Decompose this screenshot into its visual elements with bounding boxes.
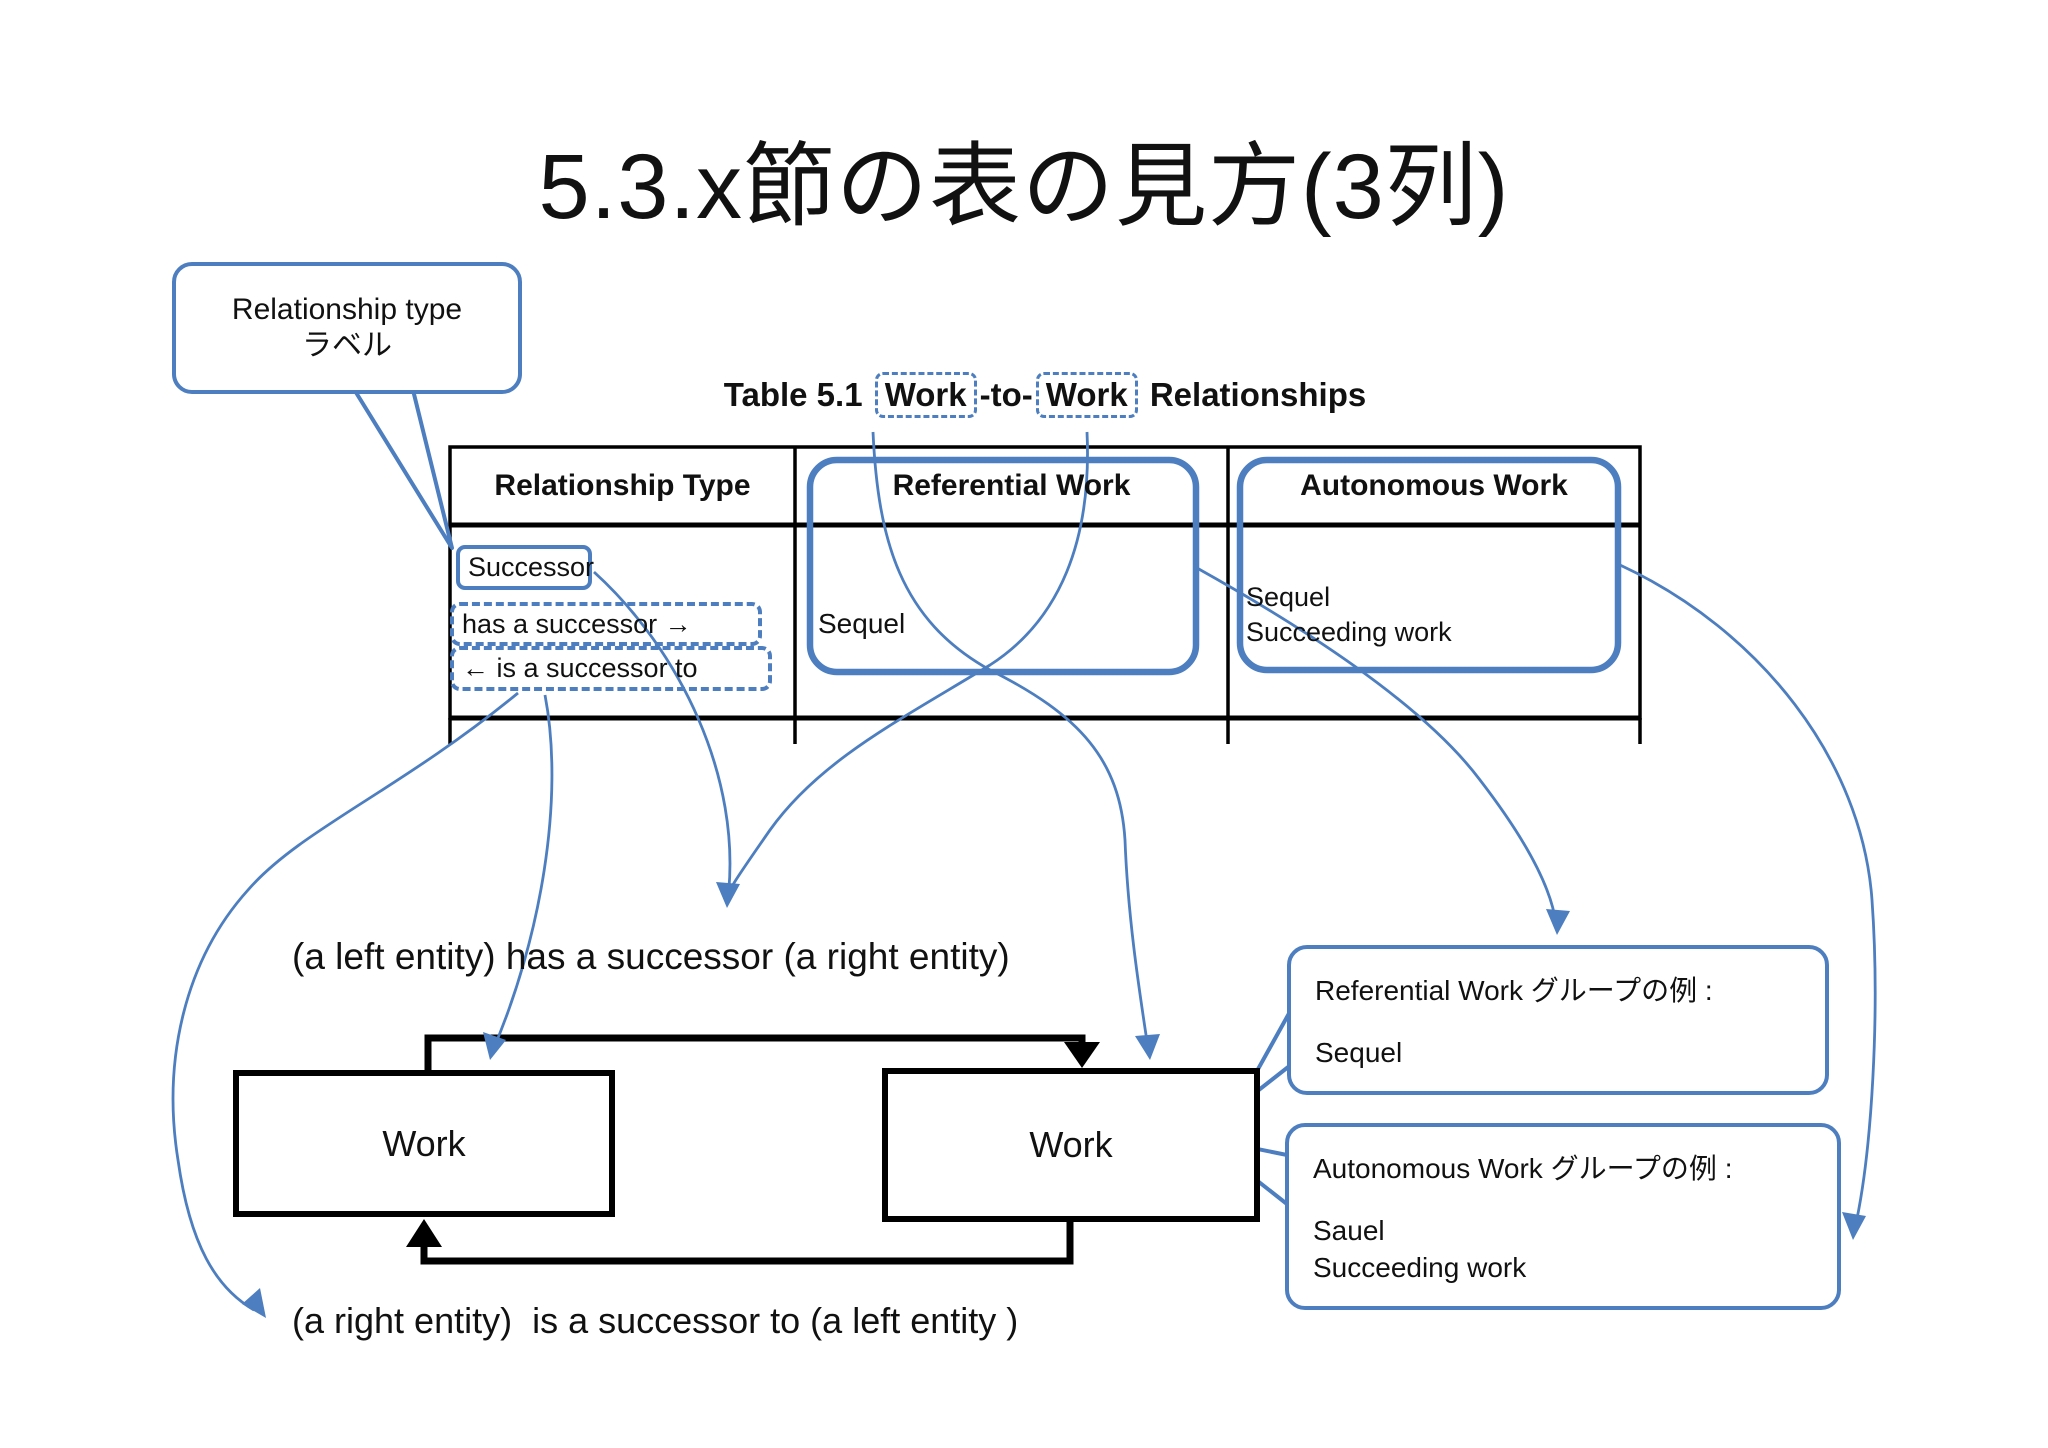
black-reverse-arrow bbox=[420, 1222, 1074, 1265]
curve-referential-to-callout bbox=[1196, 566, 1558, 925]
reverse-phrase-chip: ← is a successor to bbox=[450, 646, 772, 691]
left-work-box: Work bbox=[233, 1070, 615, 1217]
table-caption-work2-highlight: Work bbox=[1035, 372, 1138, 418]
relationship-label-chip: Successor bbox=[456, 545, 594, 590]
curve-phrase-to-reverse-sentence bbox=[171, 691, 519, 1312]
arrowhead-referential-callout-icon bbox=[1546, 909, 1570, 935]
referential-cell-value: Sequel bbox=[818, 608, 906, 639]
autonomous-group-callout: Autonomous Work グループの例 : Sauel Succeedin… bbox=[1285, 1123, 1841, 1310]
referential-group-callout: Referential Work グループの例 : Sequel bbox=[1287, 945, 1829, 1095]
column-header-referential-work: Referential Work bbox=[892, 469, 1131, 502]
table-caption: Table 5.1 Work -to- Work Relationships bbox=[450, 372, 1640, 418]
autonomous-group-item1: Sauel bbox=[1313, 1215, 1385, 1246]
table-caption-work1-highlight: Work bbox=[874, 372, 977, 418]
black-forward-arrow bbox=[424, 1034, 1086, 1070]
black-forward-arrowhead-icon bbox=[1064, 1042, 1100, 1068]
referential-group-heading: Referential Work グループの例 : bbox=[1315, 975, 1713, 1006]
referential-column-highlight bbox=[806, 456, 1200, 676]
black-reverse-arrowhead-icon bbox=[406, 1219, 442, 1247]
column-header-autonomous-work: Autonomous Work bbox=[1300, 469, 1568, 502]
right-work-box: Work bbox=[882, 1068, 1260, 1222]
arrowhead-right-margin-icon bbox=[1842, 1212, 1866, 1240]
forward-phrase-chip: has a successor → bbox=[450, 602, 762, 646]
autonomous-group-items: Sauel Succeeding work bbox=[1313, 1212, 1813, 1286]
autonomous-column-highlight bbox=[1236, 456, 1622, 674]
page-title: 5.3.x節の表の見方(3列) bbox=[538, 136, 1510, 238]
curve-autonomous-to-right-margin bbox=[1619, 563, 1877, 1229]
relationship-type-callout-line1: Relationship type bbox=[231, 293, 463, 326]
arrowhead-forward-sentence-icon bbox=[716, 882, 740, 908]
table-caption-separator: -to- bbox=[979, 376, 1033, 413]
relationship-type-callout: Relationship type ラベル bbox=[172, 262, 522, 394]
arrowhead-right-box-icon bbox=[1135, 1034, 1160, 1060]
curve-title-work2-to-forward-sentence bbox=[725, 431, 1089, 897]
reverse-sentence: (a right entity) is a successor to (a le… bbox=[292, 1300, 1019, 1341]
arrowhead-reverse-sentence-icon bbox=[242, 1288, 266, 1318]
arrowhead-left-box-icon bbox=[483, 1032, 506, 1060]
relationship-callout-tail bbox=[350, 384, 454, 550]
referential-group-item: Sequel bbox=[1315, 1037, 1403, 1068]
table-grid bbox=[448, 445, 1642, 744]
column-header-relationship-type: Relationship Type bbox=[494, 469, 751, 502]
curve-phrase-to-left-box bbox=[491, 694, 554, 1051]
autonomous-group-item2: Succeeding work bbox=[1313, 1252, 1527, 1283]
forward-sentence: (a left entity) has a successor (a right… bbox=[292, 936, 1010, 977]
relationship-type-callout-line2: ラベル bbox=[302, 329, 392, 362]
table-caption-suffix: Relationships bbox=[1140, 376, 1367, 413]
autonomous-cell-line2: Succeeding work bbox=[1246, 617, 1452, 647]
curve-title-work1-to-right-box bbox=[871, 431, 1150, 1049]
table-caption-prefix: Table 5.1 bbox=[723, 376, 872, 413]
autonomous-cell-line1: Sequel bbox=[1246, 582, 1331, 612]
autonomous-cell-values: Sequel Succeeding work bbox=[1246, 580, 1452, 650]
autonomous-group-heading: Autonomous Work グループの例 : bbox=[1313, 1153, 1733, 1184]
